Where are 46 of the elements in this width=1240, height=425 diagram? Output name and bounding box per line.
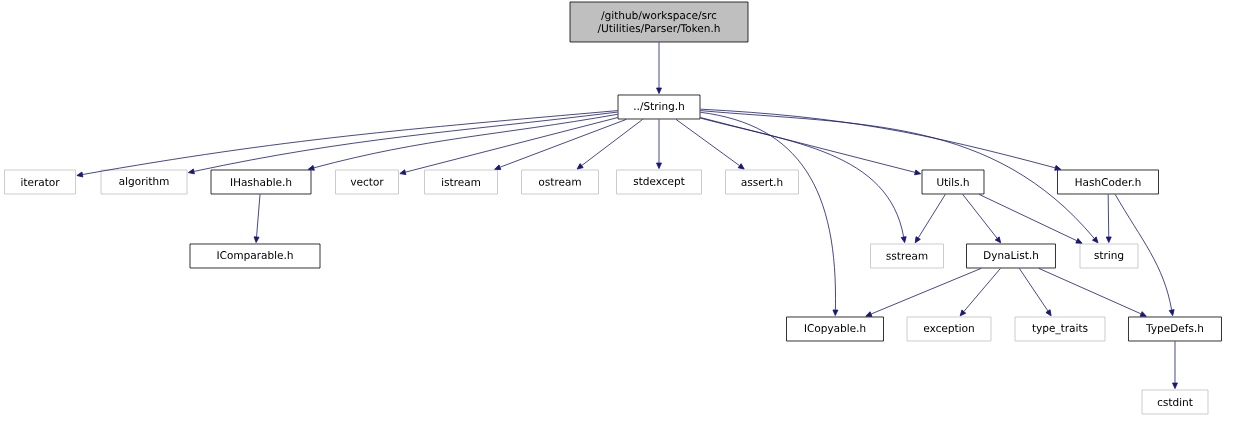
file-box: ../String.h — [617, 94, 701, 120]
arrow — [76, 110, 618, 178]
file-box: IComparable.h — [189, 243, 321, 269]
arrow — [307, 113, 618, 171]
arrow — [700, 117, 921, 176]
arrow — [700, 108, 1062, 171]
arrow — [494, 119, 627, 170]
file-box: cstdint — [1141, 389, 1209, 415]
arrow — [675, 119, 745, 170]
file-box: ostream — [521, 169, 599, 195]
file-box: iterator — [4, 169, 76, 195]
file-box: IHashable.h — [210, 169, 312, 195]
file-box: type_traits — [1014, 316, 1106, 342]
file-box: string — [1079, 243, 1139, 269]
file-box: vector — [335, 169, 399, 195]
file-box: Utils.h — [921, 169, 985, 195]
arrow — [253, 194, 261, 243]
file-box: HashCoder.h — [1057, 169, 1159, 195]
arrow — [1105, 194, 1112, 243]
arrow — [1172, 341, 1178, 389]
arrow — [576, 119, 644, 170]
file-box: ICopyable.h — [786, 316, 884, 342]
file-box: assert.h — [725, 169, 799, 195]
arrow — [962, 194, 1002, 244]
arrow — [656, 119, 662, 169]
root-file-box: /github/workspace/src /Utilities/Parser/Token.h — [569, 1, 749, 43]
file-box: istream — [424, 169, 498, 195]
arrow — [700, 117, 907, 243]
arrow — [188, 111, 618, 175]
arrow — [914, 194, 946, 244]
arrow — [978, 194, 1083, 244]
file-box: DynaList.h — [966, 243, 1056, 269]
arrow — [1018, 268, 1052, 317]
arrow — [865, 268, 982, 317]
file-box: TypeDefs.h — [1128, 316, 1222, 342]
arrow — [1114, 194, 1175, 316]
file-box: sstream — [870, 243, 944, 269]
file-box: algorithm — [100, 169, 188, 195]
arrow — [1038, 268, 1147, 317]
arrow — [959, 268, 1001, 317]
file-box: exception — [906, 316, 992, 342]
arrow — [399, 117, 618, 175]
arrow — [700, 111, 839, 316]
arrow — [656, 42, 662, 94]
file-box: stdexcept — [616, 169, 702, 195]
arrow — [700, 110, 1099, 244]
